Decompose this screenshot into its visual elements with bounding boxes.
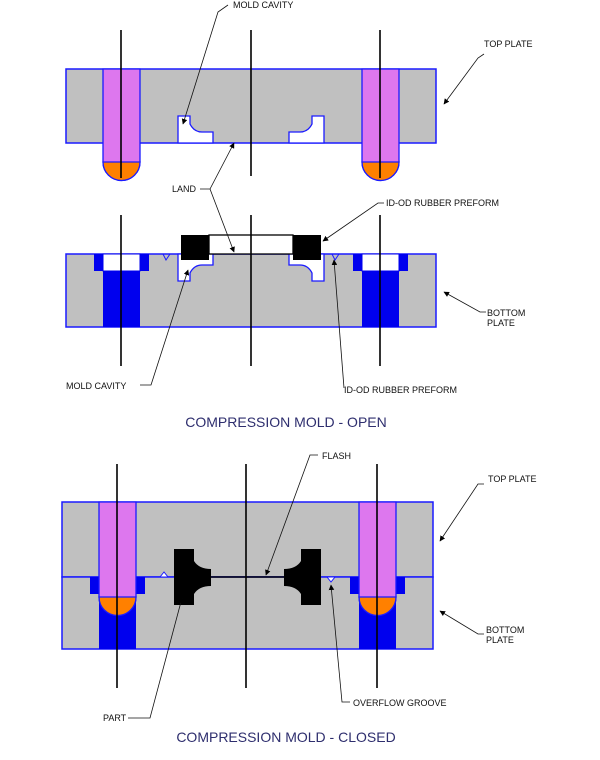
label-bottom-plate-open-1: BOTTOM [487, 308, 525, 318]
closed-overflow-groove-left [158, 571, 170, 578]
label-bottom-plate-open-2: PLATE [487, 318, 515, 328]
label-bottom-plate-closed-2: PLATE [486, 635, 514, 645]
leader-part [128, 597, 184, 719]
title-closed: COMPRESSION MOLD - CLOSED [176, 729, 395, 745]
part-left [174, 549, 211, 605]
label-preform-top: ID-OD RUBBER PREFORM [386, 198, 499, 208]
leader-flash [265, 454, 318, 576]
leader-preform-top [322, 202, 384, 242]
title-open: COMPRESSION MOLD - OPEN [185, 414, 386, 430]
leader-preform-bottom [331, 259, 345, 389]
open-mold: MOLD CAVITY TOP PLATE LAND ID-OD RUBBER … [65, 0, 533, 430]
label-mold-cavity-top: MOLD CAVITY [233, 0, 293, 10]
leader-mold-cavity-bottom [140, 269, 190, 386]
leader-bottom-plate [443, 291, 486, 313]
rubber-preform-right [293, 235, 321, 260]
leader-top-plate [443, 53, 485, 105]
leader-land [200, 142, 235, 190]
closed-mold: FLASH TOP PLATE BOTTOM PLATE PART OVERFL… [61, 451, 537, 745]
bottom-cavity-right [288, 253, 325, 282]
label-overflow-groove: OVERFLOW GROOVE [353, 698, 447, 708]
leader-overflow-groove [328, 584, 350, 703]
label-land: LAND [172, 184, 197, 194]
label-flash: FLASH [322, 451, 351, 461]
leader-top-plate-closed [439, 483, 484, 542]
label-top-plate-closed: TOP PLATE [488, 474, 537, 484]
closed-overflow-groove-right [325, 576, 337, 583]
label-preform-bottom: ID-OD RUBBER PREFORM [344, 385, 457, 395]
label-mold-cavity-bottom: MOLD CAVITY [66, 381, 126, 391]
label-top-plate-open: TOP PLATE [484, 39, 533, 49]
top-cavity-right [288, 115, 325, 144]
overflow-groove-left [162, 253, 171, 261]
label-bottom-plate-closed-1: BOTTOM [486, 625, 524, 635]
part-right [284, 549, 321, 605]
leader-bottom-plate-closed [439, 610, 484, 635]
label-part: PART [103, 713, 127, 723]
leader-mold-cavity-top [181, 4, 229, 125]
leader-land-2 [209, 188, 235, 253]
rubber-preform-left [181, 235, 209, 260]
